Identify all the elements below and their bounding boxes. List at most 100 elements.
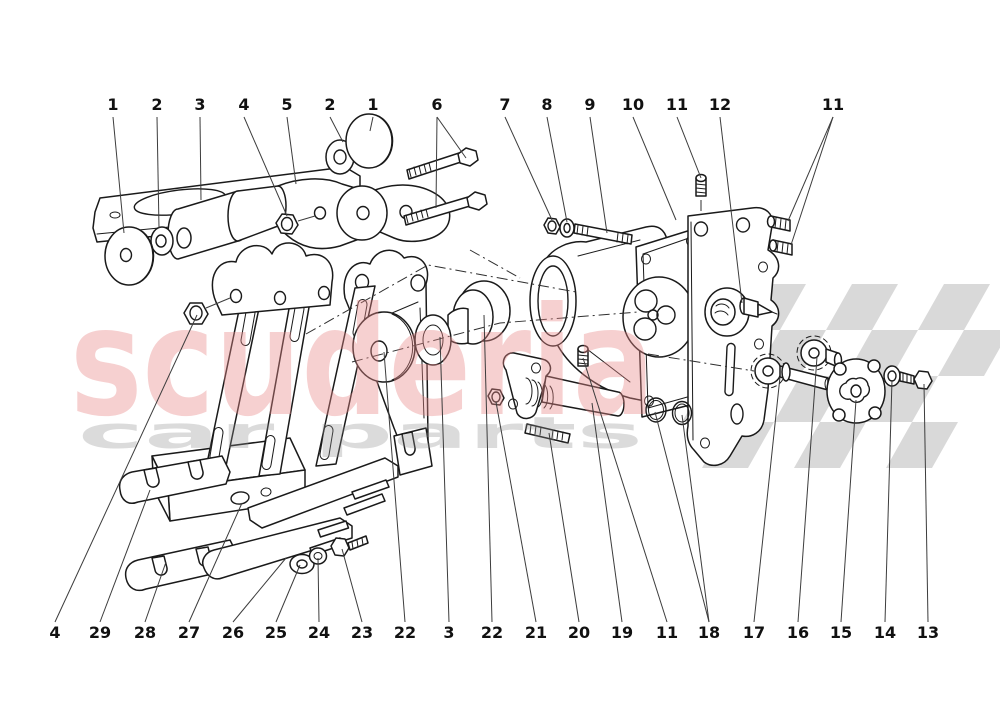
nut-hex — [543, 217, 561, 235]
washer-hole — [563, 222, 571, 234]
leader-line — [681, 414, 710, 623]
mount-washer — [150, 226, 174, 256]
box-small-hole — [260, 487, 272, 497]
roller-spacers — [352, 280, 511, 383]
callout-3: 3 — [194, 95, 205, 114]
bolt-threads — [405, 208, 429, 224]
mount-boss-face — [336, 185, 388, 241]
finger-slot — [319, 424, 334, 461]
shim-notch — [187, 459, 204, 480]
callout-15: 15 — [830, 623, 852, 642]
leader-line — [156, 116, 160, 229]
stud-top — [695, 173, 707, 214]
top-washer-hole — [333, 149, 347, 165]
bolt-hole — [273, 290, 287, 306]
callout-7: 7 — [499, 95, 510, 114]
bolt-threads — [351, 537, 364, 550]
axis-line — [351, 311, 639, 363]
gasket-hole — [641, 253, 651, 265]
plate-hole — [693, 221, 709, 237]
mount-end-disc — [104, 226, 154, 286]
leader-line — [99, 489, 151, 623]
mount-washer-hole — [155, 234, 167, 248]
leader-line — [654, 411, 710, 623]
roller-flange-face — [422, 324, 444, 356]
stud-threads — [576, 224, 629, 245]
rail-fork-slot — [351, 479, 390, 500]
mount-nut — [275, 213, 299, 235]
alignment-axes — [305, 249, 755, 372]
leader-line — [504, 116, 553, 221]
box-oval-hole — [230, 491, 250, 505]
stud-end — [768, 239, 778, 252]
mount-nut-bore — [280, 216, 294, 232]
leader-line — [112, 116, 125, 234]
gear-body — [800, 339, 828, 367]
leader-line — [632, 116, 677, 221]
finger-slot — [261, 434, 276, 471]
plate-slot — [724, 342, 736, 397]
cover-ear-hole — [832, 408, 846, 422]
callout-11: 11 — [666, 95, 688, 114]
nut-pointer-line — [205, 297, 231, 309]
disc-thickness — [375, 114, 394, 168]
plate-hole — [700, 437, 710, 449]
flange-hole — [508, 398, 518, 410]
leader-line — [383, 351, 406, 623]
nut-pointer-line — [297, 215, 316, 222]
callout-17: 17 — [743, 623, 765, 642]
callout-11: 11 — [656, 623, 678, 642]
leader-line — [369, 116, 374, 132]
gear-bore — [762, 365, 774, 377]
callout-28: 28 — [134, 623, 156, 642]
plate-hole — [754, 338, 764, 350]
mount-bolts — [403, 147, 488, 226]
pump-gears — [750, 335, 843, 391]
callout-22: 22 — [481, 623, 503, 642]
bushing-step — [227, 185, 287, 242]
suction-bell-bore — [537, 265, 569, 337]
stud-threads — [695, 183, 707, 194]
callout-24: 24 — [308, 623, 330, 642]
callout-4: 4 — [238, 95, 249, 114]
bracket-front-plate — [211, 242, 334, 316]
callout-29: 29 — [89, 623, 111, 642]
nut-hex — [183, 302, 209, 325]
bolt-hole — [410, 274, 426, 292]
pump-shaft-body — [743, 297, 759, 318]
watermark: scuderia car parts — [70, 276, 655, 459]
leader-line — [199, 116, 202, 201]
o-rings — [645, 397, 693, 426]
axis-line — [305, 264, 577, 335]
leader-line — [840, 399, 857, 623]
leader-line — [591, 402, 623, 623]
spacer-disc-front — [352, 311, 416, 383]
flange-hole — [531, 362, 541, 374]
o-ring-inner — [674, 403, 690, 423]
boss-threaded-bore — [710, 298, 736, 326]
leader-line — [797, 356, 818, 623]
gear-bore — [808, 347, 820, 359]
callout-26: 26 — [222, 623, 244, 642]
bracket-front-plate-body — [211, 242, 334, 316]
leader-line — [243, 116, 288, 217]
callout-20: 20 — [568, 623, 590, 642]
shim-notch — [143, 467, 160, 488]
shaft-collar — [781, 362, 791, 382]
leader-line — [483, 314, 493, 623]
leader-line — [286, 116, 297, 185]
cover-ear-hole — [867, 359, 881, 373]
rail-body — [247, 457, 399, 529]
leader-line — [787, 116, 834, 222]
nut-hex — [487, 388, 505, 406]
leader-line — [329, 116, 344, 143]
forked-plate — [202, 517, 353, 580]
fork-slot — [317, 520, 350, 538]
shaft-body — [541, 375, 625, 417]
bolt-head — [330, 537, 350, 557]
axis-line — [647, 353, 755, 372]
callout-13: 13 — [917, 623, 939, 642]
nut-bore — [547, 220, 557, 232]
callout-23: 23 — [351, 623, 373, 642]
stud-threads — [776, 241, 789, 255]
